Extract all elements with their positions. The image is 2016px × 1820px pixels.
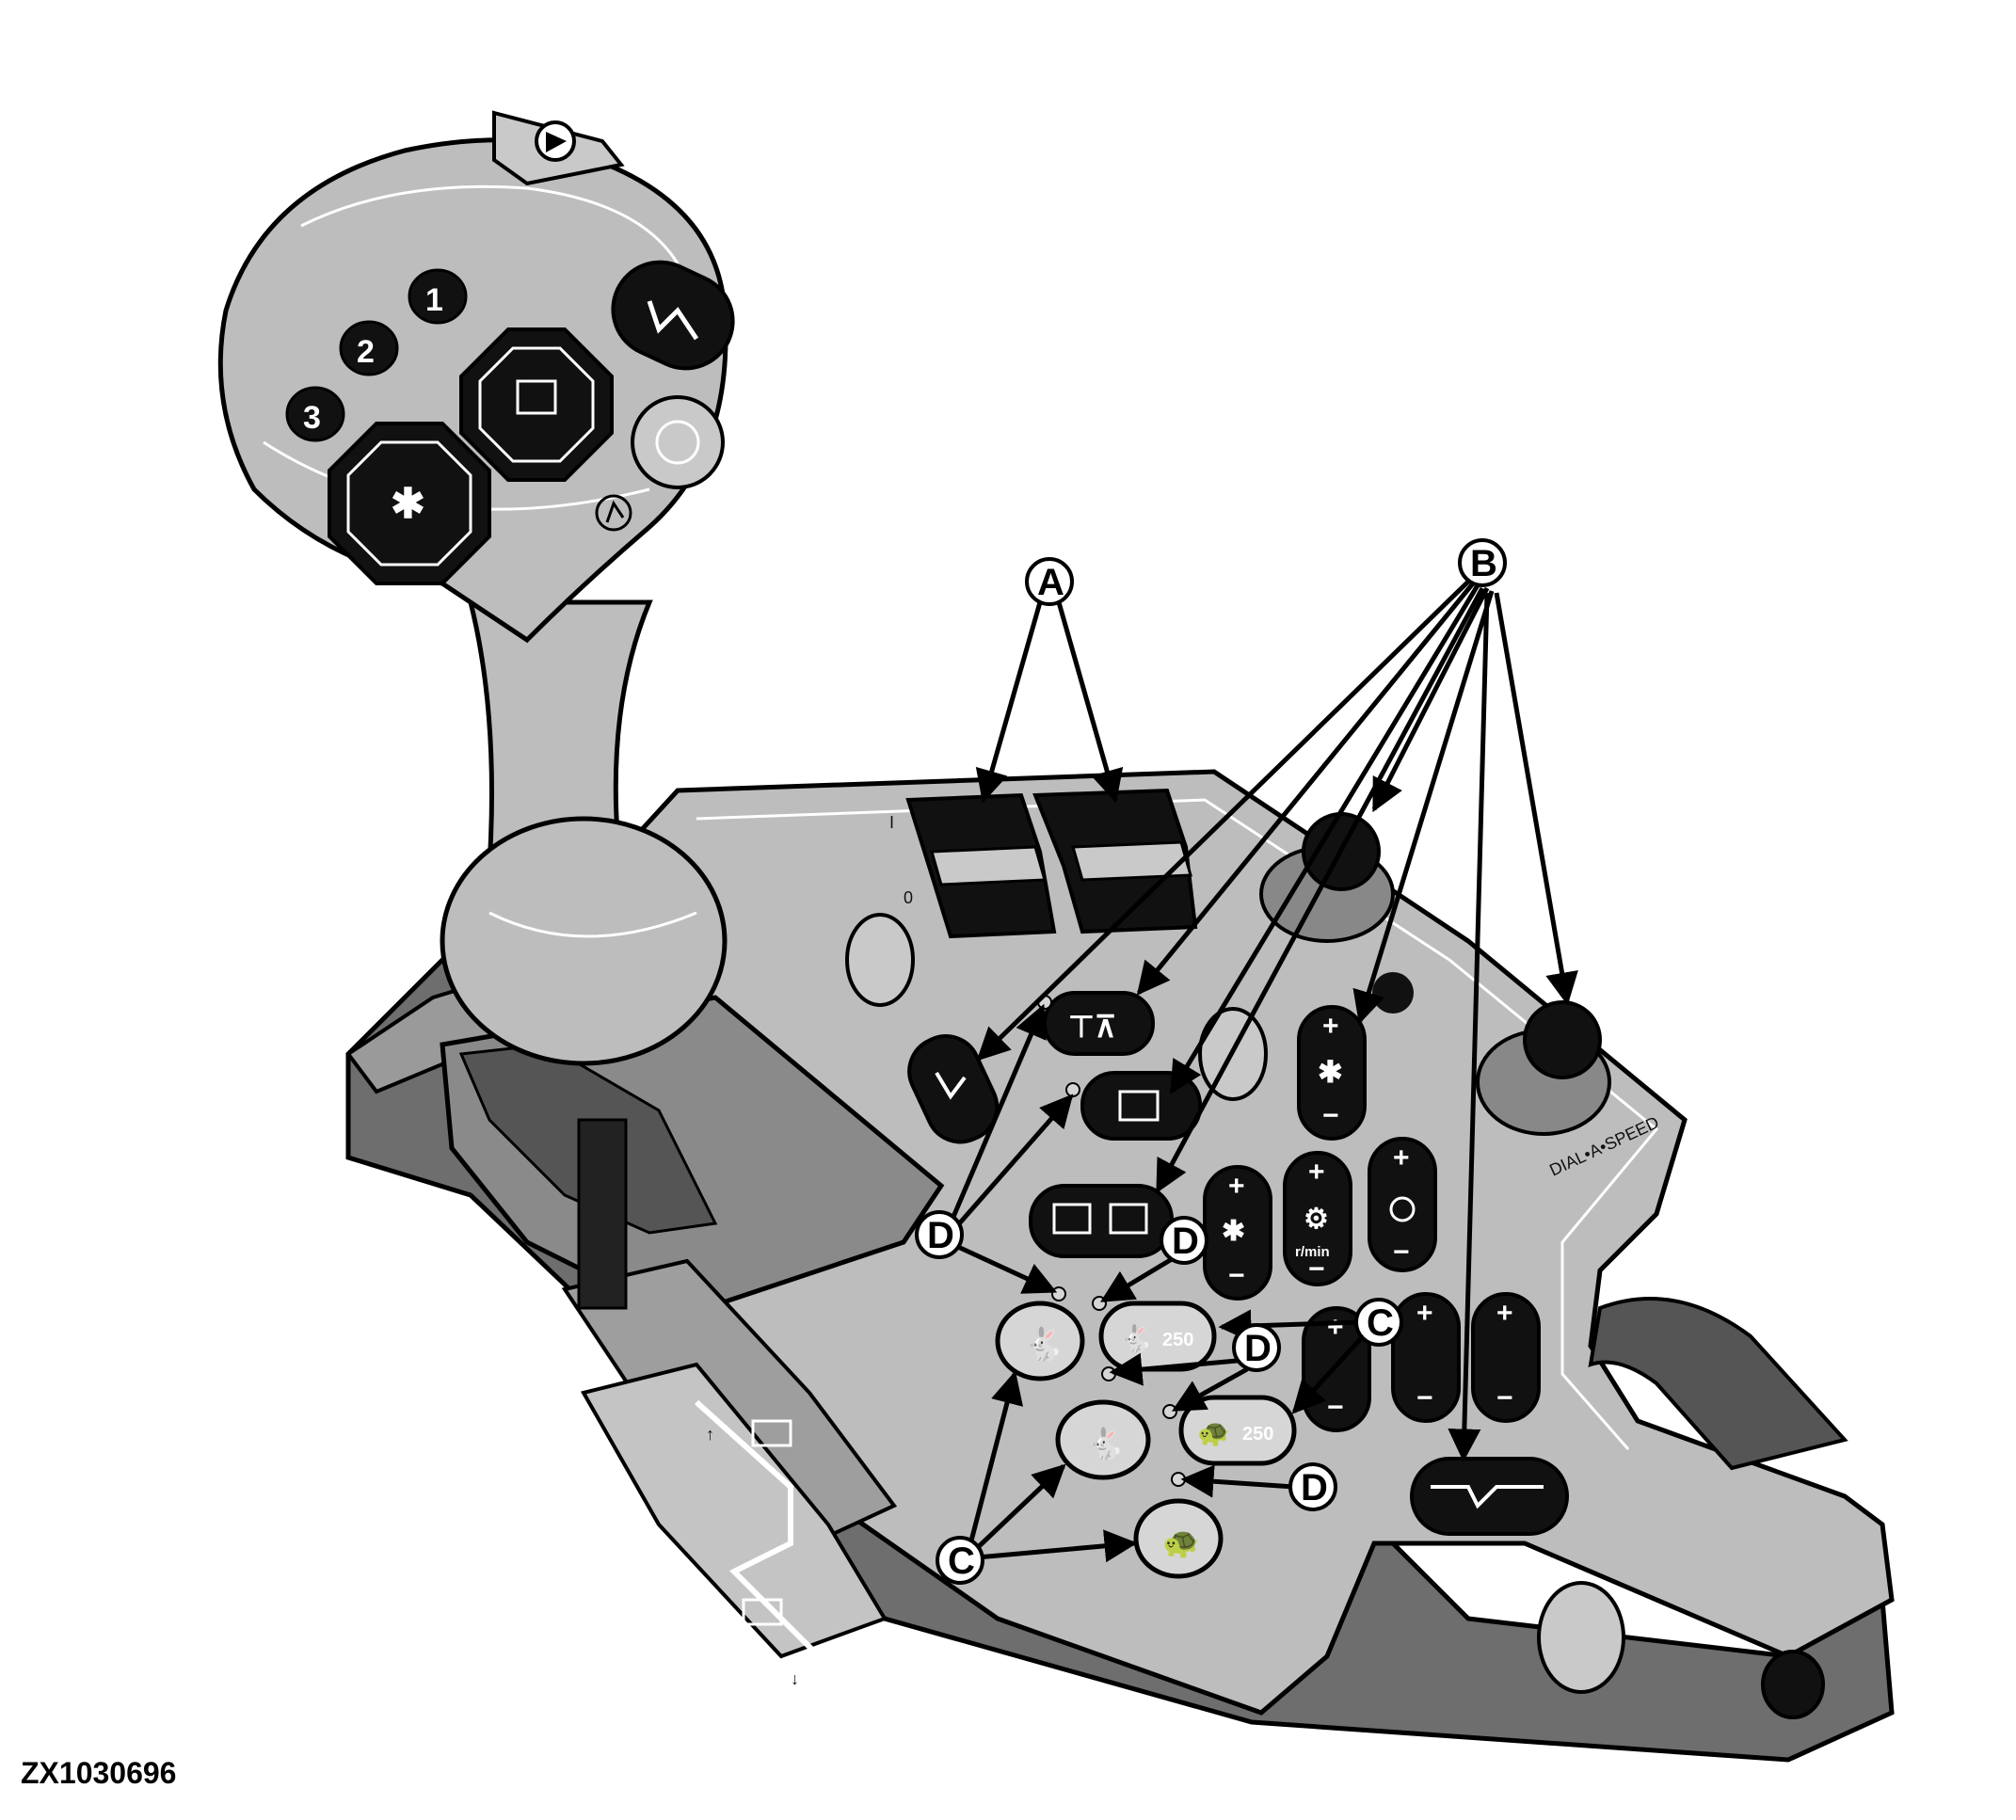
joystick-stem bbox=[440, 599, 728, 1066]
tractor-tilt-icon bbox=[1118, 1090, 1160, 1122]
joystick-hitch-octagon-switch[interactable] bbox=[459, 327, 614, 482]
implement-icon bbox=[605, 500, 625, 523]
headland-small-icon bbox=[935, 1071, 967, 1100]
rocker-switch-left[interactable] bbox=[905, 792, 1057, 939]
callout-arrows bbox=[948, 580, 1578, 1563]
callout-a: A bbox=[1025, 557, 1074, 606]
mode-button-2[interactable] bbox=[1080, 1071, 1202, 1141]
joystick-button-2[interactable]: 2 bbox=[339, 320, 399, 376]
adjust-button-1[interactable]: + ✱ − bbox=[1203, 1165, 1272, 1301]
plus-label: + bbox=[1327, 1312, 1344, 1343]
callout-d-label: D bbox=[1244, 1328, 1272, 1369]
tractor-icon bbox=[516, 379, 557, 415]
recess-left bbox=[845, 913, 915, 1007]
rabbit-icon: 🐇 bbox=[1024, 1326, 1064, 1363]
rotary-knob-dial-a-speed[interactable] bbox=[1476, 1000, 1611, 1136]
joystick-small-icon bbox=[595, 494, 632, 532]
button-3-label: 3 bbox=[303, 400, 321, 436]
rocker-switch-right[interactable] bbox=[1032, 788, 1198, 934]
range-250-label: 250 bbox=[1162, 1330, 1193, 1350]
minus-label: − bbox=[1327, 1392, 1344, 1423]
callout-d-left: D bbox=[915, 1210, 964, 1259]
joystick-round-button[interactable] bbox=[631, 395, 725, 489]
tractor-a-icon bbox=[1052, 1203, 1092, 1235]
button-2-label: 2 bbox=[357, 334, 375, 370]
mode-button-left[interactable] bbox=[898, 1025, 1008, 1153]
joystick-button-1[interactable]: 1 bbox=[408, 268, 468, 325]
shift-pattern-decal: ↑ ↓ bbox=[694, 1399, 869, 1706]
callout-b-label: B bbox=[1470, 543, 1497, 584]
figure-id: ZX1030696 bbox=[21, 1756, 177, 1790]
callout-d-bottom: D bbox=[1288, 1462, 1337, 1511]
rpm-gear-icon: ⚙ bbox=[1304, 1204, 1329, 1235]
callout-d-label: D bbox=[1172, 1221, 1199, 1262]
callout-d-label: D bbox=[1301, 1467, 1328, 1509]
rabbit-icon: 🐇 bbox=[1120, 1323, 1153, 1354]
reel-tilt-button[interactable] bbox=[1410, 1457, 1569, 1536]
fan-gear-icon: ✱ bbox=[1222, 1216, 1245, 1247]
speed-button-rabbit-1[interactable]: 🐇 bbox=[995, 1301, 1085, 1381]
recess-bottom bbox=[1537, 1581, 1625, 1694]
rpm-unit-label: r/min bbox=[1295, 1244, 1330, 1260]
minus-label: − bbox=[1322, 1100, 1339, 1131]
minus-label: − bbox=[1416, 1382, 1433, 1413]
turtle-icon: 🐢 bbox=[1162, 1525, 1200, 1559]
mode-button-3[interactable] bbox=[1029, 1184, 1174, 1258]
gear-slot-tray bbox=[440, 995, 945, 1659]
minus-label: − bbox=[1496, 1382, 1513, 1413]
hitch-icon: ⊤⊼ bbox=[1068, 1010, 1116, 1044]
joystick-button-3[interactable]: 3 bbox=[285, 386, 345, 442]
callout-c-label: C bbox=[1367, 1302, 1394, 1344]
switch-off-marker: 0 bbox=[904, 888, 913, 907]
callout-b: B bbox=[1458, 538, 1507, 587]
shift-reverse-symbol: ↓ bbox=[791, 1669, 799, 1688]
shift-forward-symbol: ↑ bbox=[706, 1425, 714, 1444]
plus-label: + bbox=[1393, 1142, 1410, 1173]
adjust-button-6[interactable]: + − bbox=[1471, 1292, 1541, 1423]
reel-icon bbox=[1431, 1485, 1544, 1509]
rabbit-icon: 🐇 bbox=[1087, 1427, 1125, 1461]
plus-label: + bbox=[1228, 1171, 1245, 1202]
callout-d-label: D bbox=[927, 1215, 954, 1256]
adjust-button-fan[interactable]: + ✱ − bbox=[1297, 1005, 1367, 1141]
minus-label: − bbox=[1228, 1260, 1245, 1291]
joystick-top-button[interactable] bbox=[492, 110, 625, 186]
plus-label: + bbox=[1308, 1157, 1325, 1188]
minus-label: − bbox=[1308, 1253, 1325, 1285]
adjust-button-2[interactable]: + ⚙ r/min − bbox=[1283, 1151, 1352, 1286]
mode-button-1[interactable]: ⊤⊼ bbox=[1043, 991, 1155, 1056]
callout-d-top: D bbox=[1160, 1216, 1208, 1265]
callout-d-middle: D bbox=[1232, 1323, 1281, 1372]
turtle-icon: 🐢 bbox=[1197, 1418, 1230, 1447]
tractor-b-icon bbox=[1109, 1203, 1148, 1235]
speed-button-rabbit-3[interactable]: 🐇 bbox=[1055, 1399, 1151, 1480]
fan-small-icon: ✱ bbox=[1318, 1055, 1343, 1089]
adjust-button-5[interactable]: + − bbox=[1391, 1292, 1461, 1423]
button-1-label: 1 bbox=[425, 282, 443, 318]
rotor-icon bbox=[1389, 1196, 1416, 1222]
indicator-round-black bbox=[1372, 972, 1414, 1014]
minus-label: − bbox=[1393, 1237, 1410, 1268]
callout-c-label: C bbox=[948, 1541, 975, 1582]
speed-button-turtle-2[interactable]: 🐢 bbox=[1133, 1498, 1224, 1579]
side-clamp bbox=[1588, 1297, 1848, 1719]
switch-on-marker: I bbox=[889, 813, 894, 832]
speed-button-rabbit-2[interactable]: 🐇 250 bbox=[1098, 1301, 1217, 1372]
speed-button-turtle-1[interactable]: 🐢 250 bbox=[1178, 1395, 1297, 1466]
plus-label: + bbox=[1496, 1298, 1513, 1329]
plus-label: + bbox=[1322, 1011, 1339, 1042]
headland-icon bbox=[647, 300, 699, 341]
callout-c-left: C bbox=[936, 1536, 984, 1585]
callout-a-label: A bbox=[1037, 562, 1064, 603]
adjust-button-3[interactable]: + − bbox=[1368, 1137, 1437, 1272]
range-250-label: 250 bbox=[1242, 1424, 1273, 1445]
callout-c-right: C bbox=[1354, 1298, 1403, 1347]
fan-icon: ✱ bbox=[391, 481, 425, 527]
joystick-fan-octagon-switch[interactable]: ✱ bbox=[328, 422, 491, 585]
joystick-headland-button[interactable] bbox=[598, 247, 748, 384]
plus-label: + bbox=[1416, 1298, 1433, 1329]
